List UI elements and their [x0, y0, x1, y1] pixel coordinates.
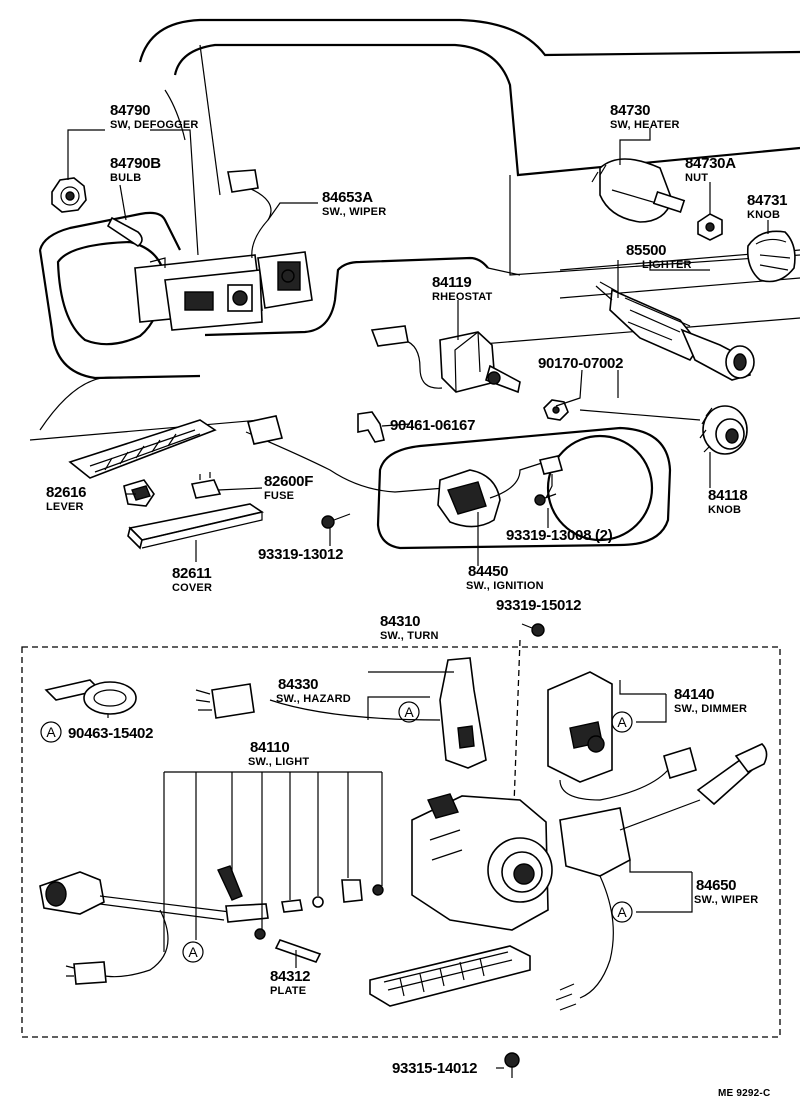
leader-lines	[67, 128, 769, 1069]
part-number-93319-13012: 93319-13012	[258, 546, 343, 563]
part-label-84330: SW., HAZARD	[276, 693, 351, 705]
reference-marker-a: A	[611, 901, 633, 923]
defogger-switch-part	[134, 254, 263, 331]
part-number-82600f: 82600F	[264, 473, 313, 490]
part-number-84310: 84310	[380, 613, 420, 630]
reference-marker-a: A	[182, 941, 204, 963]
part-number-93319-15012: 93319-15012	[496, 597, 581, 614]
part-number-82616: 82616	[46, 484, 86, 501]
part-number-84118: 84118	[708, 487, 747, 504]
part-number-84790: 84790	[110, 102, 150, 119]
svg-text:A: A	[617, 904, 627, 920]
light-switch-lever-part	[39, 871, 269, 985]
part-number-90463: 90463-15402	[68, 725, 153, 742]
clip-part	[357, 411, 385, 443]
svg-text:A: A	[617, 714, 627, 730]
combination-switch-box	[21, 646, 781, 1038]
gauge-panel-outline	[376, 426, 672, 550]
part-number-84312: 84312	[270, 968, 310, 985]
heater-switch-part	[591, 158, 686, 223]
part-label-84312: PLATE	[270, 985, 306, 997]
reference-marker-a: A	[398, 701, 420, 723]
part-number-82611: 82611	[172, 565, 211, 582]
screw-13012-part	[321, 513, 351, 529]
part-label-84730a: NUT	[685, 172, 708, 184]
part-number-84140: 84140	[674, 686, 714, 703]
drawing-code: ME 9292-C	[718, 1088, 770, 1099]
part-label-84450: SW., IGNITION	[466, 580, 544, 592]
part-number-84119: 84119	[432, 274, 471, 291]
svg-text:A: A	[188, 944, 198, 960]
part-label-85500: LIGHTER	[642, 259, 692, 271]
svg-text:A: A	[46, 724, 56, 740]
part-label-82600f: FUSE	[264, 490, 294, 502]
svg-text:A: A	[404, 704, 414, 720]
part-number-84731: 84731	[747, 192, 787, 209]
part-number-84653a: 84653A	[322, 189, 373, 206]
part-label-84730: SW, HEATER	[610, 119, 680, 131]
heater-knob-part	[746, 230, 796, 283]
reference-marker-a: A	[40, 721, 62, 743]
part-number-84110: 84110	[250, 739, 289, 756]
part-number-84790b: 84790B	[110, 155, 161, 172]
part-label-84653a: SW., WIPER	[322, 206, 386, 218]
screw-13008-part	[534, 493, 557, 506]
part-number-90461: 90461-06167	[390, 417, 475, 434]
fuse-part	[190, 472, 222, 499]
light-switch-small-parts	[217, 865, 384, 963]
part-label-82611: COVER	[172, 582, 212, 594]
lighter-knob-part	[699, 405, 748, 455]
part-label-84790b: BULB	[110, 172, 141, 184]
cable-tie-part	[44, 679, 137, 715]
part-number-93315: 93315-14012	[392, 1060, 477, 1077]
trim-panel-part	[68, 419, 217, 479]
ignition-switch-part	[245, 415, 564, 528]
part-number-84730a: 84730A	[685, 155, 736, 172]
part-label-84140: SW., DIMMER	[674, 703, 747, 715]
part-number-84330: 84330	[278, 676, 318, 693]
part-number-90170: 90170-07002	[538, 355, 623, 372]
lighter-nut-part	[543, 399, 569, 421]
lighter-part	[595, 281, 755, 381]
part-number-85500: 85500	[626, 242, 666, 259]
part-label-84119: RHEOSTAT	[432, 291, 493, 303]
part-label-82616: LEVER	[46, 501, 84, 513]
part-number-93319-13008: 93319-13008 (2)	[506, 527, 613, 544]
part-number-84450: 84450	[468, 563, 508, 580]
part-number-84730: 84730	[610, 102, 650, 119]
nut-part	[697, 213, 723, 241]
part-label-84650: SW., WIPER	[694, 894, 758, 906]
bulb-part	[106, 216, 143, 247]
lever-part	[123, 479, 155, 507]
rheostat-part	[370, 325, 521, 394]
turn-switch-assembly-part	[411, 793, 553, 931]
hazard-switch-part	[195, 657, 487, 769]
wiper-lever-part	[555, 743, 768, 1011]
dimmer-switch-part	[547, 671, 697, 801]
part-label-84731: KNOB	[747, 209, 780, 221]
bottom-screw-part	[504, 1052, 520, 1078]
part-label-84790: SW, DEFOGGER	[110, 119, 199, 131]
bulb-socket-part	[51, 177, 87, 213]
part-label-84118: KNOB	[708, 504, 741, 516]
part-number-84650: 84650	[696, 877, 736, 894]
cover-part	[127, 503, 264, 550]
part-label-84110: SW., LIGHT	[248, 756, 309, 768]
part-label-84310: SW., TURN	[380, 630, 439, 642]
reference-marker-a: A	[611, 711, 633, 733]
connector-block-part	[369, 945, 531, 1007]
instrument-panel-outline	[29, 18, 800, 441]
